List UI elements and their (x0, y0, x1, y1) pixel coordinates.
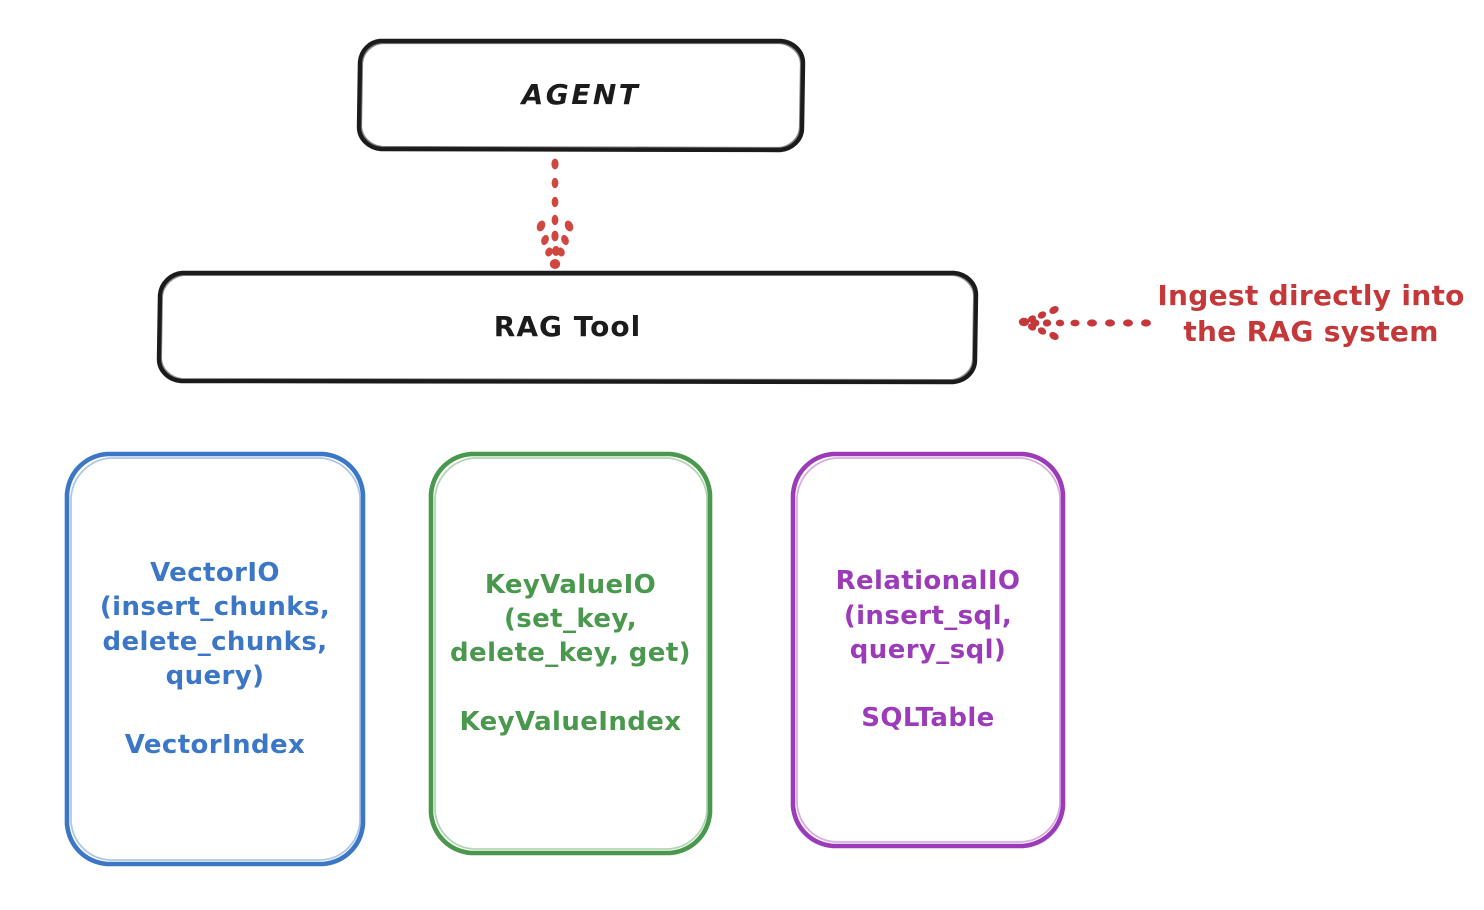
connector-ingest-arrow (1018, 306, 1151, 340)
node-rag-tool-label: RAG Tool (493, 309, 642, 343)
node-agent-label: AGENT (521, 77, 641, 111)
node-relational-io[interactable]: RelationalIO (insert_sql, query_sql) SQL… (789, 450, 1067, 850)
node-vector-io[interactable]: VectorIO (insert_chunks, delete_chunks, … (63, 450, 367, 868)
node-rag-tool[interactable]: RAG Tool (156, 269, 979, 385)
node-agent[interactable]: AGENT (356, 37, 806, 153)
annotation-ingest-note: Ingest directly into the RAG system (1157, 279, 1465, 348)
node-vector-io-label: VectorIO (insert_chunks, delete_chunks, … (99, 558, 331, 760)
connector-agent-to-rag-tool (536, 158, 574, 269)
node-key-value-io-label: KeyValueIO (set_key, delete_key, get) Ke… (450, 569, 691, 737)
node-relational-io-label: RelationalIO (insert_sql, query_sql) SQL… (835, 566, 1021, 734)
node-key-value-io[interactable]: KeyValueIO (set_key, delete_key, get) Ke… (427, 450, 714, 857)
